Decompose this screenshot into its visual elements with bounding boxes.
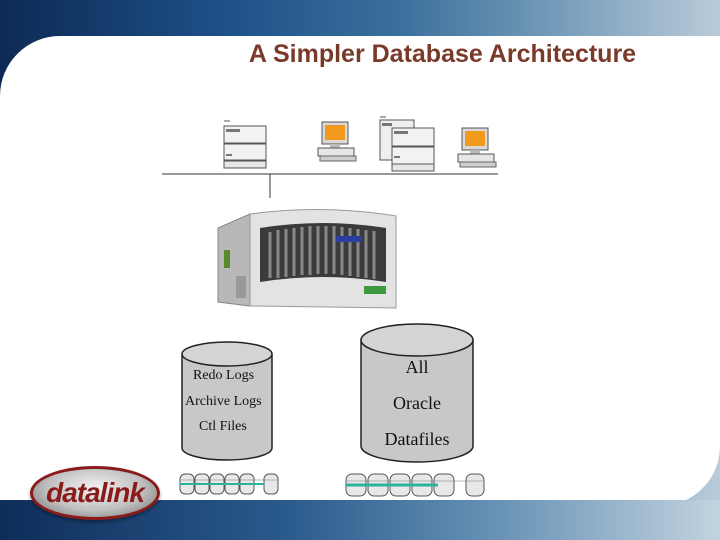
database-server-appliance-icon: [217, 208, 397, 309]
datalink-logo: datalink: [30, 466, 160, 520]
disk-array-icon: [345, 473, 485, 497]
slide-title: A Simpler Database Architecture: [248, 40, 637, 68]
label-ctl-files: Ctl Files: [199, 419, 247, 434]
disk-array-icon: [179, 473, 279, 495]
storage-cylinder-datafiles: [360, 323, 474, 463]
desktop-computer-icon: [317, 121, 357, 162]
logo-text: datalink: [46, 477, 145, 508]
label-archive-logs: Archive Logs: [185, 394, 262, 409]
label-all: All: [405, 357, 429, 377]
label-datafiles: Datafiles: [384, 429, 450, 449]
server-cluster-icon: [379, 116, 435, 172]
storage-cylinder-logs: [181, 341, 273, 461]
label-oracle: Oracle: [393, 393, 441, 413]
desktop-computer-icon: [457, 127, 497, 168]
server-rack-icon: [223, 120, 267, 169]
label-redo-logs: Redo Logs: [193, 368, 255, 383]
